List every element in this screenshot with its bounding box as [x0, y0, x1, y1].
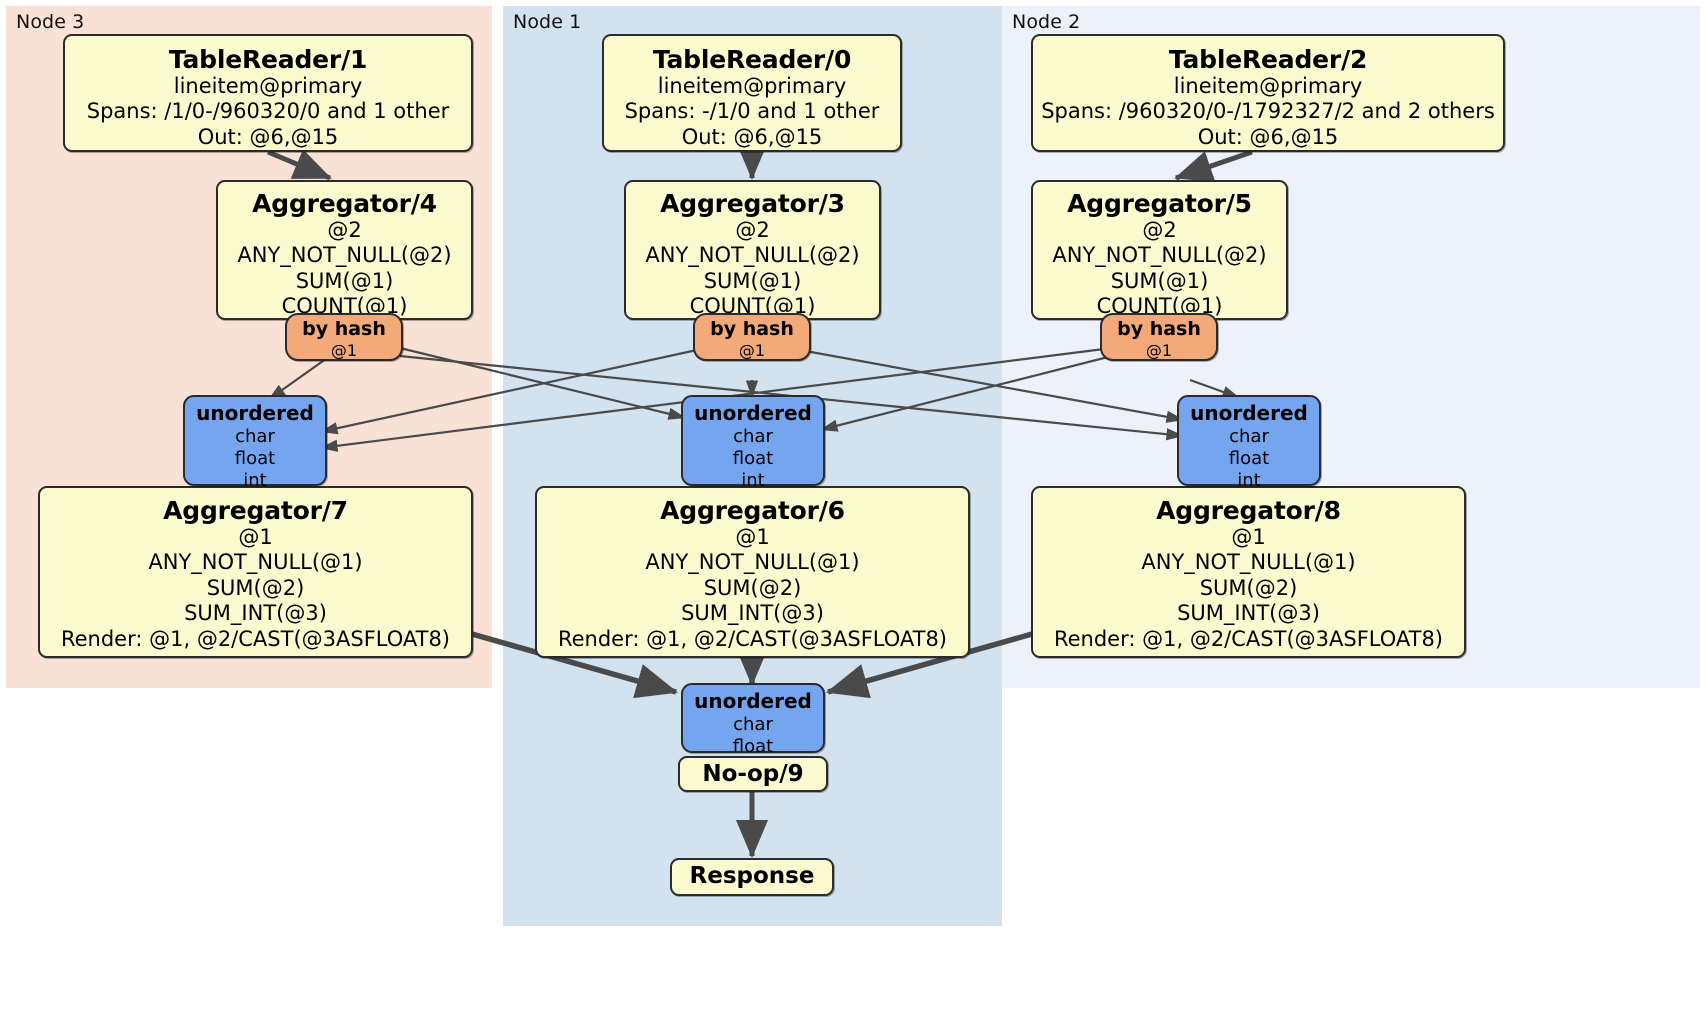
router-by-hash-5[interactable]: by hash @1: [1100, 313, 1218, 361]
processor-line: lineitem@primary: [657, 74, 847, 98]
processor-aggregator-3[interactable]: Aggregator/3 @2 ANY_NOT_NULL(@2) SUM(@1)…: [624, 180, 881, 320]
processor-line: SUM(@2): [206, 575, 305, 600]
processor-render-line: Render: @1, @2/CAST(@3ASFLOAT8): [60, 626, 451, 651]
processor-title: TableReader/1: [168, 45, 368, 74]
processor-aggregator-5[interactable]: Aggregator/5 @2 ANY_NOT_NULL(@2) SUM(@1)…: [1031, 180, 1288, 320]
processor-title: Aggregator/5: [1067, 189, 1252, 218]
processor-line: SUM(@1): [295, 268, 394, 293]
processor-noop-9[interactable]: No-op/9: [678, 756, 828, 792]
processor-aggregator-4[interactable]: Aggregator/4 @2 ANY_NOT_NULL(@2) SUM(@1)…: [216, 180, 473, 320]
synchronizer-type: int: [741, 469, 765, 491]
processor-title: Response: [689, 863, 815, 889]
processor-line: ANY_NOT_NULL(@1): [148, 550, 363, 575]
processor-line: ANY_NOT_NULL(@1): [1141, 550, 1356, 575]
processor-line: SUM_INT(@3): [1177, 601, 1320, 626]
node-panel-label-node2: Node 2: [1012, 11, 1081, 33]
synchronizer-type: float: [234, 447, 276, 469]
processor-line: SUM(@2): [703, 575, 802, 600]
synchronizer-type: char: [733, 425, 773, 447]
processor-aggregator-7[interactable]: Aggregator/7 @1 ANY_NOT_NULL(@1) SUM(@2)…: [38, 486, 473, 658]
processor-aggregator-6[interactable]: Aggregator/6 @1 ANY_NOT_NULL(@1) SUM(@2)…: [535, 486, 970, 658]
synchronizer-unordered-8[interactable]: unordered char float int: [1177, 395, 1321, 491]
router-sub: @1: [1145, 340, 1173, 360]
processor-render-line: Render: @1, @2/CAST(@3ASFLOAT8): [557, 626, 948, 651]
synchronizer-type: char: [1229, 425, 1269, 447]
processor-response[interactable]: Response: [670, 858, 834, 896]
synchronizer-title: unordered: [694, 401, 812, 425]
processor-line: @2: [327, 218, 362, 242]
processor-line: SUM_INT(@3): [184, 601, 327, 626]
processor-title: TableReader/0: [652, 45, 852, 74]
processor-title: Aggregator/4: [252, 189, 437, 218]
processor-line: Spans: /1/0-/960320/0 and 1 other: [86, 99, 450, 124]
router-title: by hash: [710, 318, 794, 340]
synchronizer-title: unordered: [196, 401, 314, 425]
processor-line: ANY_NOT_NULL(@2): [645, 243, 860, 268]
processor-line: @1: [1231, 525, 1266, 549]
synchronizer-type: float: [732, 735, 774, 757]
processor-title: No-op/9: [702, 761, 804, 787]
processor-line: ANY_NOT_NULL(@2): [1052, 243, 1267, 268]
processor-title: TableReader/2: [1168, 45, 1368, 74]
processor-line: @2: [735, 218, 770, 242]
processor-tablereader-1[interactable]: TableReader/1 lineitem@primary Spans: /1…: [63, 34, 473, 152]
synchronizer-title: unordered: [694, 689, 812, 713]
processor-tablereader-0[interactable]: TableReader/0 lineitem@primary Spans: -/…: [602, 34, 902, 152]
router-title: by hash: [302, 318, 386, 340]
processor-tablereader-2[interactable]: TableReader/2 lineitem@primary Spans: /9…: [1031, 34, 1505, 152]
processor-line: SUM_INT(@3): [681, 601, 824, 626]
router-by-hash-3[interactable]: by hash @1: [693, 313, 811, 361]
processor-line: Spans: /960320/0-/1792327/2 and 2 others: [1041, 99, 1495, 124]
processor-line: SUM(@1): [703, 268, 802, 293]
synchronizer-type: char: [235, 425, 275, 447]
processor-line: ANY_NOT_NULL(@1): [645, 550, 860, 575]
processor-line: Out: @6,@15: [197, 124, 339, 149]
processor-line: lineitem@primary: [173, 74, 363, 98]
processor-line: SUM(@1): [1110, 268, 1209, 293]
synchronizer-type: int: [243, 469, 267, 491]
processor-line: lineitem@primary: [1173, 74, 1363, 98]
router-sub: @1: [330, 340, 358, 360]
processor-render-line: Render: @1, @2/CAST(@3ASFLOAT8): [1053, 626, 1444, 651]
node-panel-label-node3: Node 3: [16, 11, 85, 33]
processor-line: Out: @6,@15: [681, 124, 823, 149]
synchronizer-unordered-6[interactable]: unordered char float int: [681, 395, 825, 491]
synchronizer-type: float: [1228, 447, 1270, 469]
processor-line: SUM(@2): [1199, 575, 1298, 600]
processor-line: ANY_NOT_NULL(@2): [237, 243, 452, 268]
synchronizer-type: char: [733, 713, 773, 735]
processor-title: Aggregator/8: [1156, 496, 1341, 525]
synchronizer-type: int: [1237, 469, 1261, 491]
synchronizer-title: unordered: [1190, 401, 1308, 425]
router-title: by hash: [1117, 318, 1201, 340]
processor-line: @1: [238, 525, 273, 549]
processor-line: Spans: -/1/0 and 1 other: [624, 99, 880, 124]
processor-line: @2: [1142, 218, 1177, 242]
processor-title: Aggregator/3: [660, 189, 845, 218]
processor-title: Aggregator/6: [660, 496, 845, 525]
router-by-hash-4[interactable]: by hash @1: [285, 313, 403, 361]
node-panel-label-node1: Node 1: [513, 11, 582, 33]
synchronizer-unordered-final[interactable]: unordered char float: [681, 683, 825, 757]
processor-aggregator-8[interactable]: Aggregator/8 @1 ANY_NOT_NULL(@1) SUM(@2)…: [1031, 486, 1466, 658]
processor-title: Aggregator/7: [163, 496, 348, 525]
processor-line: Out: @6,@15: [1197, 124, 1339, 149]
synchronizer-type: float: [732, 447, 774, 469]
processor-line: @1: [735, 525, 770, 549]
synchronizer-unordered-7[interactable]: unordered char float int: [183, 395, 327, 491]
router-sub: @1: [738, 340, 766, 360]
